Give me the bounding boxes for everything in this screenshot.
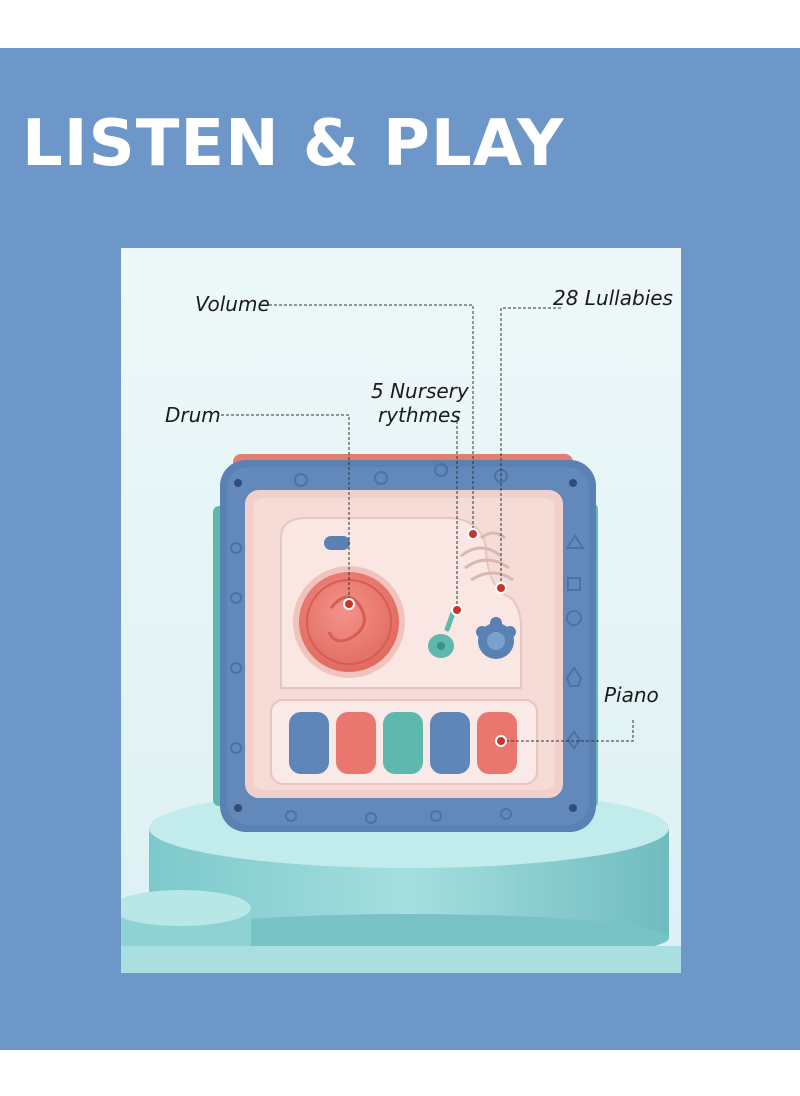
- callout-nursery-line1: 5 Nursery: [371, 379, 469, 403]
- piano-key: [430, 712, 470, 774]
- callout-lines: [221, 304, 634, 742]
- callout-lullabies: 28 Lullabies: [553, 286, 673, 310]
- headline: LISTEN & PLAY: [22, 107, 565, 181]
- callout-volume: Volume: [195, 292, 270, 316]
- flower-button-icon: [476, 617, 516, 659]
- piano-key: [383, 712, 423, 774]
- toy-cube: [213, 454, 598, 832]
- callout-drum: Drum: [165, 403, 221, 427]
- guitar-icon: [428, 610, 456, 658]
- callout-piano: Piano: [604, 683, 659, 707]
- product-photo: [121, 248, 681, 973]
- callout-dots: [343, 528, 507, 747]
- piano-key: [336, 712, 376, 774]
- callout-nursery-line2: rythmes: [378, 403, 461, 427]
- speaker-grille: [460, 531, 514, 582]
- piano-key: [289, 712, 329, 774]
